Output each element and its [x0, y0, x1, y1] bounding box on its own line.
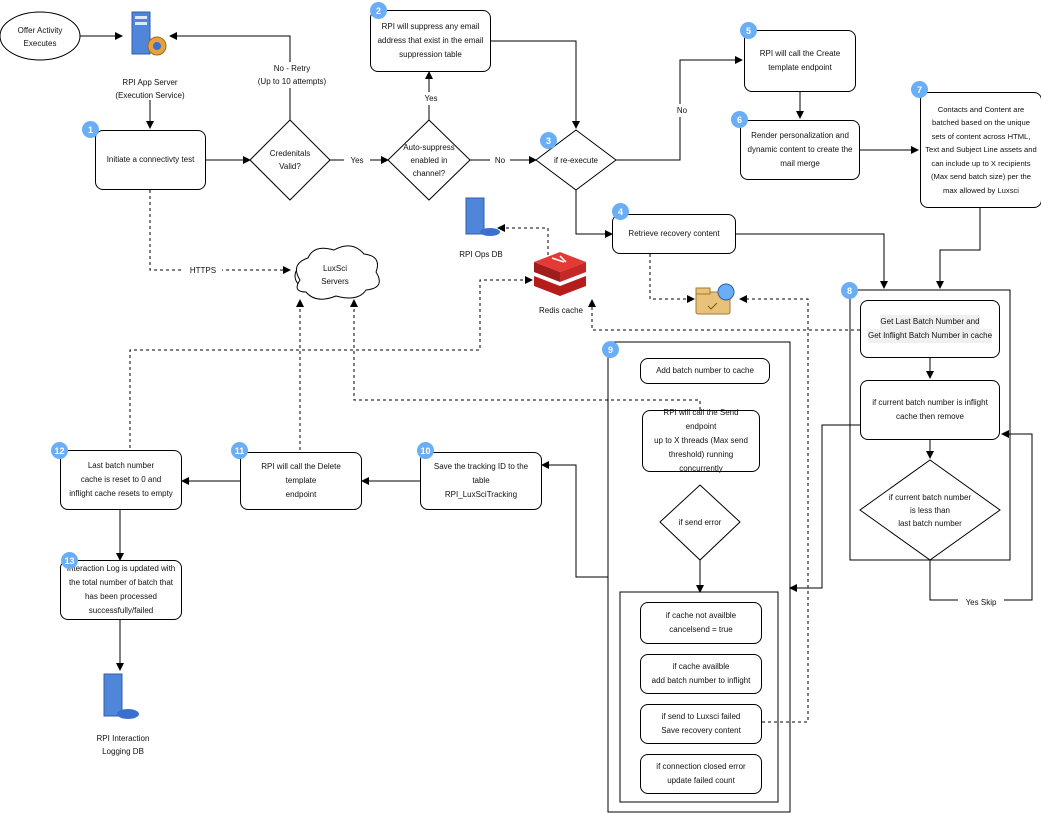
badge-7: 7: [911, 81, 928, 98]
step-1-connectivity-test[interactable]: Initiate a connectivty test: [95, 130, 206, 190]
group-9-frame: [607, 341, 791, 813]
badge-8: 8: [841, 282, 858, 299]
edge-9b-to-luxsci: [350, 299, 701, 410]
badge-10: 10: [417, 442, 434, 459]
step-3-reexecute-decision[interactable]: if re-execute: [553, 155, 599, 165]
step-8-remove-inflight[interactable]: if current batch number is inflight cach…: [860, 380, 1000, 440]
step-10-save-tracking[interactable]: Save the tracking ID to the table RPI_Lu…: [420, 452, 542, 510]
badge-13: 13: [61, 552, 78, 569]
autosuppress-decision[interactable]: Auto-suppress enabled in channel?: [403, 142, 455, 178]
step-12-reset-cache[interactable]: Last batch number cache is reset to 0 an…: [60, 450, 182, 510]
luxsci-servers-label: LuxSci Servers: [321, 264, 349, 286]
interaction-db-icon: [103, 673, 139, 719]
step-9-send-error-decision[interactable]: if send error: [678, 517, 722, 527]
luxsci-cloud-outline: [295, 245, 380, 300]
step-2-suppress[interactable]: RPI will suppress any email address that…: [370, 10, 491, 72]
credentials-valid-decision[interactable]: Credenitals Valid?: [269, 149, 311, 171]
step-13-interaction-log[interactable]: Interaction Log is updated with the tota…: [60, 560, 182, 620]
edge-n3-to-n4: [575, 190, 613, 238]
edge-retry-to-server: [169, 32, 291, 120]
https-label: HTTPS: [184, 264, 222, 277]
error-cache-not-available[interactable]: if cache not availble cancelsend = true: [640, 602, 762, 644]
recovery-folder-icon: [695, 283, 735, 315]
batch-compare-diamond: [859, 459, 1001, 561]
edge-n12-to-redis: [129, 276, 533, 448]
edge-n7-to-8: [936, 208, 981, 289]
step-6-render-personalization[interactable]: Render personalization and dynamic conte…: [740, 120, 860, 180]
interaction-db-label: RPI Interaction Logging DB: [96, 734, 150, 756]
badge-9: 9: [602, 341, 619, 358]
send-error-diamond: [659, 484, 741, 561]
edge-n2-to-n3: [491, 40, 580, 129]
badge-1: 1: [82, 121, 99, 138]
error-connection-closed[interactable]: if connection closed error update failed…: [640, 754, 762, 794]
offer-activity-label: Offer Activity Executes: [17, 26, 63, 48]
badge-5: 5: [740, 22, 757, 39]
edge-8-to-redis: [588, 299, 860, 331]
badge-6: 6: [731, 111, 748, 128]
step-8-get-batch-numbers[interactable]: Get Last Batch Number and Get Inflight B…: [860, 300, 1000, 358]
step-9-send-endpoint[interactable]: RPI will call the Send endpoint up to X …: [642, 408, 760, 473]
error-group-frame: [619, 591, 779, 803]
step-8-line-1: Get Last Batch Number and: [880, 315, 980, 329]
ops-db-label: RPI Ops DB: [459, 250, 503, 259]
edge-n4-to-8: [736, 233, 888, 289]
edge-n4-to-folder: [649, 254, 695, 303]
badge-12: 12: [51, 442, 68, 459]
yes-skip-label: Yes Skip: [958, 596, 1004, 609]
edge-yes-skip: [929, 430, 1033, 601]
step-11-delete-template[interactable]: RPI will call the Delete template endpoi…: [240, 452, 362, 510]
offer-ellipse: [0, 11, 81, 61]
badge-3: 3: [540, 132, 557, 149]
reexecute-diamond: [535, 129, 617, 191]
badge-2: 2: [370, 2, 387, 19]
app-server-label: RPI App Server (Execution Service): [115, 78, 185, 100]
yes-credentials-label: Yes: [344, 154, 370, 167]
step-4-retrieve-recovery[interactable]: Retrieve recovery content: [612, 214, 736, 254]
step-8-line-2: Get Inflight Batch Number in cache: [867, 329, 993, 343]
error-save-recovery[interactable]: if send to Luxsci failed Save recovery c…: [640, 704, 762, 744]
badge-4: 4: [612, 203, 629, 220]
redis-icon: [534, 252, 586, 296]
error-cache-available[interactable]: if cache availble add batch number to in…: [640, 654, 762, 694]
step-5-create-template[interactable]: RPI will call the Create template endpoi…: [744, 30, 856, 92]
credentials-diamond: [249, 119, 331, 201]
no-reexecute-label: No: [672, 104, 692, 117]
step-7-batching[interactable]: Contacts and Content are batched based o…: [920, 92, 1041, 208]
redis-cache-label: Redis cache: [538, 306, 584, 315]
edge-https: [149, 190, 291, 274]
ops-db-icon: [465, 197, 500, 236]
badge-11: 11: [231, 442, 248, 459]
no-autosuppress-label: No: [490, 154, 510, 167]
edge-9-to-n10: [541, 461, 608, 578]
edge-8b-to-errors: [789, 424, 860, 592]
no-retry-label: No - Retry (Up to 10 attempts): [250, 62, 334, 88]
step-8-compare-decision[interactable]: if current batch number is less than las…: [888, 492, 972, 528]
autosuppress-diamond: [387, 119, 471, 201]
server-icon: [131, 11, 167, 56]
yes-autosuppress-label: Yes: [418, 92, 444, 105]
step-9-add-batch[interactable]: Add batch number to cache: [640, 358, 770, 384]
edge-redis-to-opsdb: [497, 224, 549, 255]
